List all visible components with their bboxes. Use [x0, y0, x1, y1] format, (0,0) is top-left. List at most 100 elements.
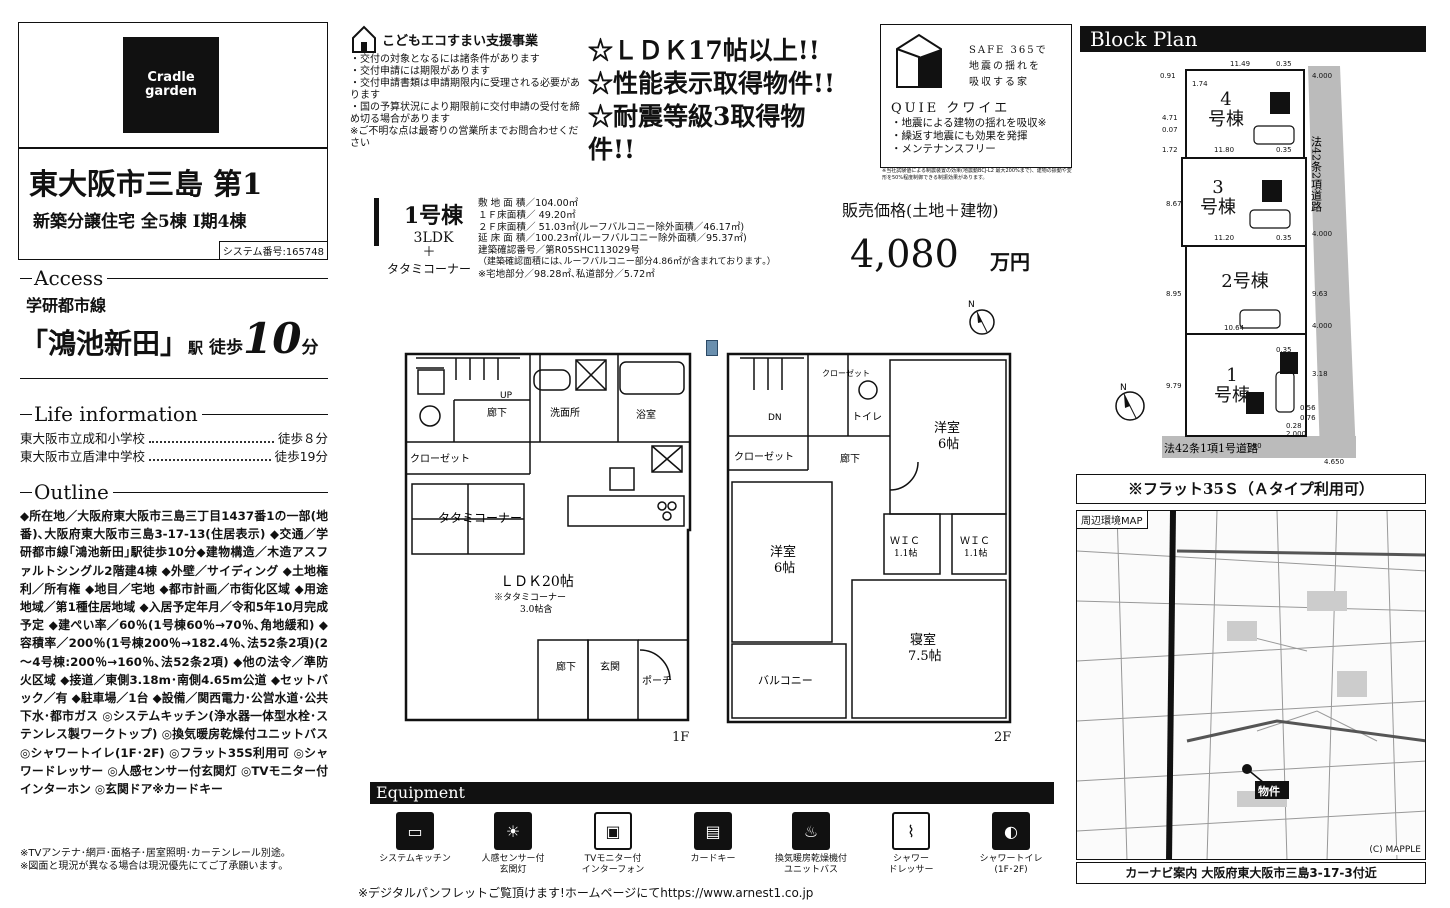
- fp1-wash-label: 洗面所: [550, 407, 580, 419]
- fp2-wic1-label: ＷＩＣ: [890, 536, 920, 547]
- fp2-wic1-size: 1.1帖: [894, 547, 917, 559]
- spec-line: １Ｆ床面積／ 49.20㎡: [478, 209, 576, 221]
- fp2-wic2-size: 1.1帖: [964, 547, 987, 559]
- plot-number: 4: [1220, 89, 1232, 110]
- kitchen-icon: ▭: [396, 812, 434, 850]
- equipment-item: ▤カードキー: [668, 812, 758, 865]
- life-item-value: 徒歩８分: [277, 431, 328, 446]
- pamphlet-note: ※デジタルパンフレットご覧頂けます!ホームページにてhttps://www.ar…: [358, 886, 814, 900]
- fp2-west2-size: 6帖: [774, 561, 795, 576]
- fp2-closet-label: クローゼット: [734, 451, 794, 463]
- equipment-item: ☀人感センサー付玄関灯: [468, 812, 558, 876]
- block-dim: 3.18: [1312, 370, 1328, 378]
- divider: [20, 378, 328, 379]
- block-dim: 8.95: [1166, 290, 1182, 298]
- life-item-name: 東大阪市立盾津中学校: [20, 449, 146, 464]
- plot-number: 1: [1226, 365, 1238, 386]
- block-dim: 0.35: [1276, 60, 1292, 68]
- outline-note: ※図面と現況が異なる場合は現況優先にてご了承願います｡: [20, 861, 284, 872]
- spec-line: （建築確認面積には､ルーフバルコニー部分4.86㎡が含まれております｡）: [478, 256, 776, 267]
- quie-safe-line: 吸収する家: [969, 77, 1029, 88]
- fp2-bed-label: 寝室: [910, 632, 936, 648]
- spec-line: ※宅地部分／98.28㎡､私道部分／5.72㎡: [478, 268, 655, 280]
- quie-box: SAFE 365で 地震の揺れを 吸収する家 QUIE クワイエ ・地震による建…: [880, 24, 1072, 168]
- quie-cube-icon: [896, 33, 942, 88]
- highlight-line: ☆耐震等級3取得物: [588, 102, 806, 131]
- title-box: 東大阪市三島 第1 新築分譲住宅 全5棟 Ⅰ期4棟 システム番号:165748: [18, 148, 328, 260]
- quie-name: QUIE クワイエ: [891, 101, 1011, 116]
- shower-dresser-icon: ⌇: [892, 812, 930, 850]
- block-dim: 0.35: [1276, 146, 1292, 154]
- walk-label: 徒歩: [209, 338, 244, 358]
- fp2-west1-label: 洋室: [934, 420, 960, 436]
- plot-suffix: 号棟: [1200, 197, 1236, 218]
- equipment-sub: (1F･2F): [994, 865, 1028, 875]
- outline-text: ◆所在地／大阪府東大阪市三島三丁目1437番1の一部(地番)､大阪府東大阪市三島…: [20, 509, 328, 797]
- floorplan-2f: クローゼット DN トイレ 洋室 6帖 クローゼット 廊下 洋室 6帖 ＷＩＣ …: [726, 352, 1012, 724]
- equipment-item: ⌇シャワードレッサー: [866, 812, 956, 876]
- station-suffix: 駅: [188, 339, 204, 357]
- flat35-box: ※フラット35Ｓ（Ａタイプ利用可）: [1076, 474, 1426, 504]
- life-item-name: 東大阪市立成和小学校: [20, 431, 146, 446]
- fp2-wic2-label: ＷＩＣ: [960, 536, 990, 547]
- spec-line: 建築確認番号／第R05SHC113029号: [478, 245, 640, 257]
- walk-minutes: 10: [243, 314, 302, 363]
- map-caption: カーナビ案内 大阪府東大阪市三島3-17-3付近: [1076, 862, 1426, 884]
- fp1-ldk-note2: 3.0帖含: [520, 603, 552, 615]
- block-dim: 0.35: [1276, 234, 1292, 242]
- life-item: 東大阪市立盾津中学校徒歩19分: [20, 448, 328, 465]
- fp1-up-label: UP: [500, 391, 513, 401]
- scroll-marker[interactable]: [706, 340, 718, 356]
- block-dim: 4.71: [1162, 114, 1178, 122]
- plot-suffix: 号棟: [1214, 385, 1250, 406]
- map-box: 物件 周辺環境MAP (C) MAPPLE: [1076, 510, 1426, 860]
- house-icon: [352, 25, 376, 53]
- equipment-item: ◐シャワートイレ(1F･2F): [966, 812, 1056, 876]
- life-section: Life information 東大阪市立成和小学校 徒歩８分 東大阪市立盾津中…: [20, 402, 328, 465]
- fp2-closet-s-label: クローゼット: [822, 368, 870, 378]
- block-dim: 0.76: [1300, 414, 1316, 422]
- block-dim: 4.650: [1324, 458, 1344, 466]
- fp1-hall-label: 廊下: [487, 406, 507, 419]
- quie-safe-line: SAFE 365で: [969, 45, 1048, 56]
- equipment-label: システムキッチン: [379, 854, 451, 864]
- block-plan-heading: Block Plan: [1080, 26, 1426, 52]
- brand-logo: Cradle garden: [123, 37, 219, 133]
- plot-number: 2号棟: [1221, 271, 1269, 292]
- equipment-label: カードキー: [690, 854, 736, 864]
- block-dim: 4.000: [1312, 322, 1332, 330]
- equipment-item: ▭ システムキッチン: [370, 812, 460, 865]
- outline-heading-text: Outline: [34, 480, 109, 504]
- area-map: 物件: [1077, 511, 1425, 859]
- unit-extra: タタミコーナー: [386, 262, 471, 276]
- logo-box: Cradle garden: [18, 22, 328, 148]
- quie-bullets: ・地震による建物の揺れを吸収※ ・繰返す地震にも効果を発揮 ・メンテナンスフリー: [891, 117, 1046, 156]
- fp1-ldk-label: ＬＤＫ20帖: [500, 574, 574, 590]
- floorplan-1f: UP 廊下 洗面所 浴室 クローゼット タタミコーナー ＬＤＫ20帖 ※タタミコ…: [404, 352, 692, 722]
- block-north-label: N: [1120, 383, 1127, 393]
- station-name: 「鴻池新田」: [20, 327, 189, 360]
- fp1-closet-label: クローゼット: [410, 453, 470, 465]
- spec-line: ２Ｆ床面積／ 51.03㎡(ルーフバルコニー除外面積／46.17㎡): [478, 221, 745, 233]
- block-dim: 11.20: [1214, 234, 1234, 242]
- page-title: 東大阪市三島 第1: [29, 167, 263, 201]
- block-dim: 0.56: [1300, 404, 1316, 412]
- plot-2-label: 2号棟: [1210, 272, 1280, 292]
- fp2-bed-size: 7.5帖: [908, 649, 942, 664]
- map-copyright: (C) MAPPLE: [1369, 845, 1421, 855]
- intercom-icon: ▣: [594, 812, 632, 850]
- equipment-item: ▣TVモニター付インターフォン: [568, 812, 658, 876]
- equipment-heading: Equipment: [370, 782, 1054, 804]
- equipment-sub: インターフォン: [581, 865, 645, 875]
- block-dim: 1.74: [1192, 80, 1208, 88]
- unit-name-row: 1号棟 3LDK: [374, 198, 484, 246]
- equipment-item: ♨換気暖房乾燥機付ユニットバス: [766, 812, 856, 876]
- block-dim: 8.67: [1166, 200, 1182, 208]
- life-heading-text: Life information: [34, 402, 198, 426]
- fp1-genkan-label: 玄関: [600, 660, 620, 673]
- fp1-tatami-label: タタミコーナー: [438, 511, 522, 525]
- eco-line: ・交付の対象となるには諸条件があります: [350, 54, 540, 65]
- block-plan-heading-text: Block Plan: [1090, 27, 1198, 51]
- quie-bullet: ・繰返す地震にも効果を発揮: [891, 130, 1028, 142]
